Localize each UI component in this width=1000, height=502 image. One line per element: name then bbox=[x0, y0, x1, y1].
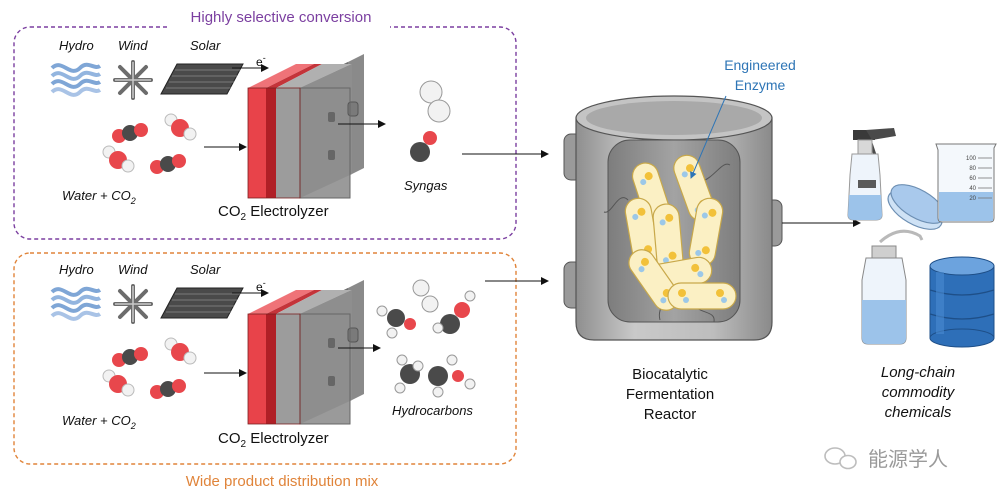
wind-label: Wind bbox=[118, 38, 148, 53]
beaker-tick-label: 20 bbox=[969, 196, 976, 202]
top-panel: Highly selective conversion Hydro Wind S… bbox=[13, 4, 517, 240]
bottom-panel-border bbox=[13, 252, 517, 465]
electrolyzer-icon bbox=[247, 279, 365, 425]
fermentation-reactor: Engineered Enzyme bbox=[563, 57, 796, 341]
reactants-label: Water + CO2 bbox=[62, 413, 136, 431]
reactants-label: Water + CO2 bbox=[62, 188, 136, 206]
co2-molecule-icon bbox=[150, 379, 186, 399]
top-panel-title: Highly selective conversion bbox=[191, 9, 372, 26]
co2-molecule-icon bbox=[112, 347, 148, 367]
beaker-icon: 100 80 60 40 20 bbox=[935, 143, 997, 223]
co2-molecule-icon bbox=[112, 123, 148, 143]
solar-label: Solar bbox=[190, 262, 221, 277]
water-molecule-icon bbox=[164, 337, 197, 365]
hydro-label: Hydro bbox=[59, 262, 94, 277]
reactor-label-line2: Fermentation bbox=[626, 386, 714, 403]
solar-panel-icon bbox=[160, 287, 244, 319]
bacteria-cluster bbox=[603, 151, 737, 323]
solar-label: Solar bbox=[190, 38, 221, 53]
co2-molecule-icon bbox=[150, 154, 186, 174]
electrolyzer-icon bbox=[247, 53, 365, 199]
beaker-tick-label: 60 bbox=[969, 176, 976, 182]
reactor-label-line1: Biocatalytic bbox=[632, 366, 708, 383]
hydro-icon bbox=[50, 62, 102, 97]
spray-bottle-icon bbox=[847, 128, 896, 221]
electron-label: e- bbox=[256, 278, 266, 294]
enzyme-label: Enzyme bbox=[735, 77, 786, 93]
products-label-line1: Long-chain bbox=[881, 364, 955, 381]
electrolyzer-label: CO2 Electrolyzer bbox=[218, 203, 329, 223]
wind-label: Wind bbox=[118, 262, 148, 277]
beaker-tick-label: 100 bbox=[966, 156, 977, 162]
product-label: Hydrocarbons bbox=[392, 403, 473, 418]
enzyme-label: Engineered bbox=[724, 57, 796, 73]
products-label-line2: commodity bbox=[882, 384, 956, 401]
electron-label: e- bbox=[256, 53, 266, 69]
enzyme-pointer-arrow bbox=[690, 95, 727, 179]
solar-panel-icon bbox=[160, 63, 244, 95]
hydrocarbon-molecules-icon bbox=[376, 279, 476, 398]
water-molecule-icon bbox=[164, 113, 197, 141]
product-label: Syngas bbox=[404, 178, 448, 193]
syngas-molecules-icon bbox=[410, 80, 451, 162]
wind-icon bbox=[113, 284, 153, 324]
bottom-panel: Wide product distribution mix Hydro Wind… bbox=[13, 252, 517, 494]
wechat-icon bbox=[824, 447, 857, 470]
barrel-icon bbox=[929, 256, 995, 348]
reactor-label-line3: Reactor bbox=[644, 406, 697, 423]
water-molecule-icon bbox=[102, 145, 135, 173]
petri-dish-icon bbox=[887, 184, 946, 230]
water-molecule-icon bbox=[102, 369, 135, 397]
wind-icon bbox=[113, 60, 153, 100]
beaker-tick-label: 80 bbox=[969, 166, 976, 172]
hydro-label: Hydro bbox=[59, 38, 94, 53]
hydro-icon bbox=[50, 286, 102, 321]
bottom-panel-title: Wide product distribution mix bbox=[186, 473, 379, 490]
products-group: 100 80 60 40 20 bbox=[847, 128, 997, 348]
wash-bottle-icon bbox=[861, 229, 924, 345]
electrolyzer-label: CO2 Electrolyzer bbox=[218, 430, 329, 450]
watermark: 能源学人 bbox=[824, 447, 948, 471]
products-label-line3: chemicals bbox=[885, 404, 952, 421]
watermark-text: 能源学人 bbox=[868, 447, 948, 471]
beaker-tick-label: 40 bbox=[969, 186, 976, 192]
